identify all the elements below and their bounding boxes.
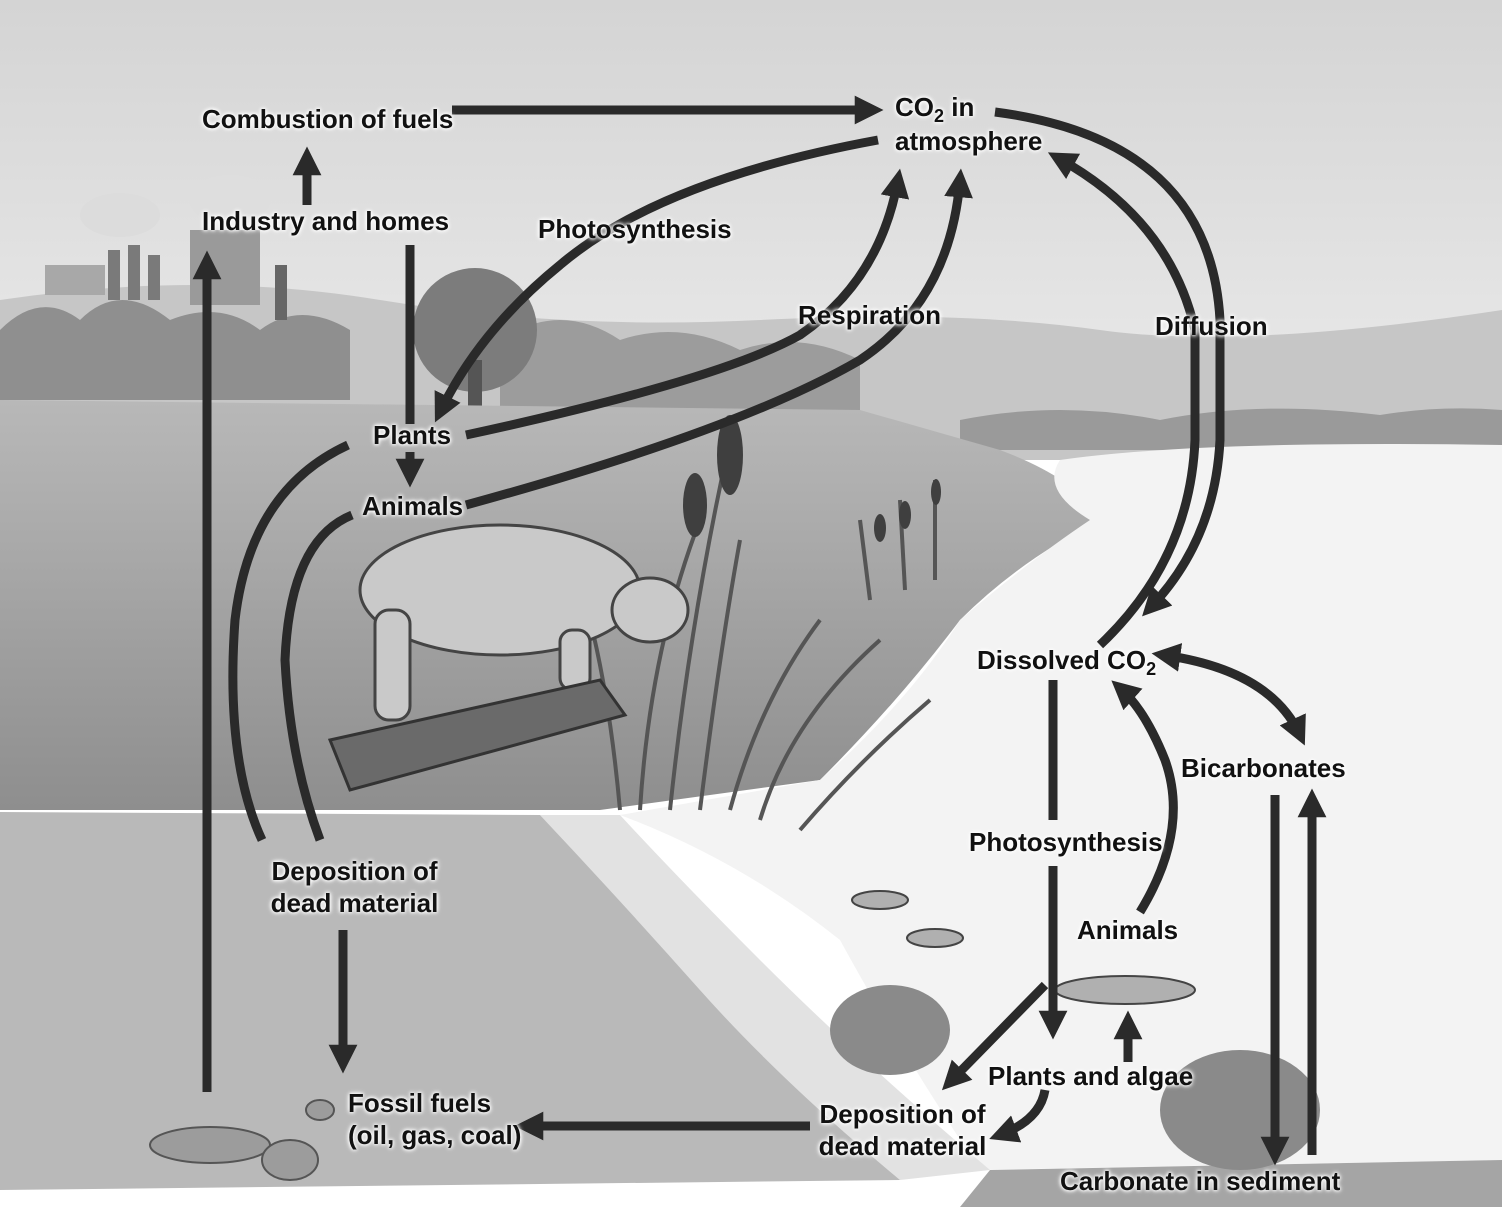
label-deposition-land-line2: dead material: [262, 887, 447, 919]
label-dissolved-main: Dissolved CO: [977, 645, 1146, 675]
label-co2-in-atmosphere: CO2 in: [895, 91, 974, 126]
label-deposition-water-line1: Deposition of: [810, 1098, 995, 1130]
label-photosynthesis-water: Photosynthesis: [969, 826, 1163, 858]
label-deposition-water: Deposition of dead material: [810, 1098, 995, 1162]
label-deposition-water-line2: dead material: [810, 1130, 995, 1162]
label-atmosphere: atmosphere: [895, 125, 1042, 157]
label-co2-atm-sub: 2: [934, 106, 944, 126]
label-plants: Plants: [373, 419, 451, 451]
label-carbonate-in-sediment: Carbonate in sediment: [1060, 1165, 1340, 1197]
label-plants-and-algae: Plants and algae: [988, 1060, 1193, 1092]
label-photosynthesis-land: Photosynthesis: [538, 213, 732, 245]
label-bicarbonates: Bicarbonates: [1181, 752, 1346, 784]
label-industry-and-homes: Industry and homes: [202, 205, 449, 237]
label-dissolved-co2: Dissolved CO2: [977, 644, 1156, 679]
label-diffusion: Diffusion: [1155, 310, 1268, 342]
label-dissolved-sub: 2: [1146, 659, 1156, 679]
label-animals-land: Animals: [362, 490, 463, 522]
label-fossil-fuels: Fossil fuels (oil, gas, coal): [348, 1087, 521, 1151]
label-respiration: Respiration: [798, 299, 941, 331]
label-deposition-land-line1: Deposition of: [262, 855, 447, 887]
label-co2-atm-main: CO: [895, 92, 934, 122]
label-combustion-of-fuels: Combustion of fuels: [202, 103, 453, 135]
label-co2-atm-tail: in: [944, 92, 974, 122]
label-fossil-line2: (oil, gas, coal): [348, 1119, 521, 1151]
label-animals-water: Animals: [1077, 914, 1178, 946]
label-fossil-line1: Fossil fuels: [348, 1087, 521, 1119]
tree-line-right: [960, 408, 1502, 450]
label-deposition-land: Deposition of dead material: [262, 855, 447, 919]
